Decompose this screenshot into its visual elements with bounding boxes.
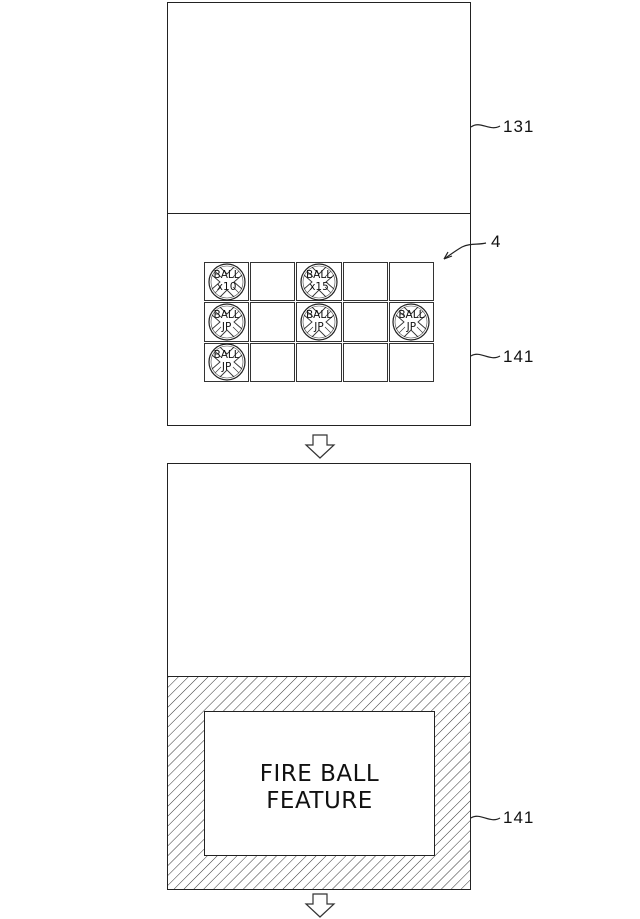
down-arrow-icon-bottom bbox=[305, 893, 335, 919]
ref-label-4: 4 bbox=[491, 232, 501, 252]
upper-display-panel-2 bbox=[167, 463, 471, 677]
fire-ball-feature-banner: FIRE BALL FEATURE bbox=[204, 711, 435, 856]
ref-label-131: 131 bbox=[503, 117, 534, 137]
down-arrow-icon bbox=[305, 434, 335, 460]
feature-title-line-1: FIRE BALL bbox=[205, 760, 434, 788]
ref-label-141-panel-2: 141 bbox=[503, 808, 534, 828]
feature-title-line-2: FEATURE bbox=[205, 787, 434, 815]
ref-label-141-panel-1: 141 bbox=[503, 347, 534, 367]
